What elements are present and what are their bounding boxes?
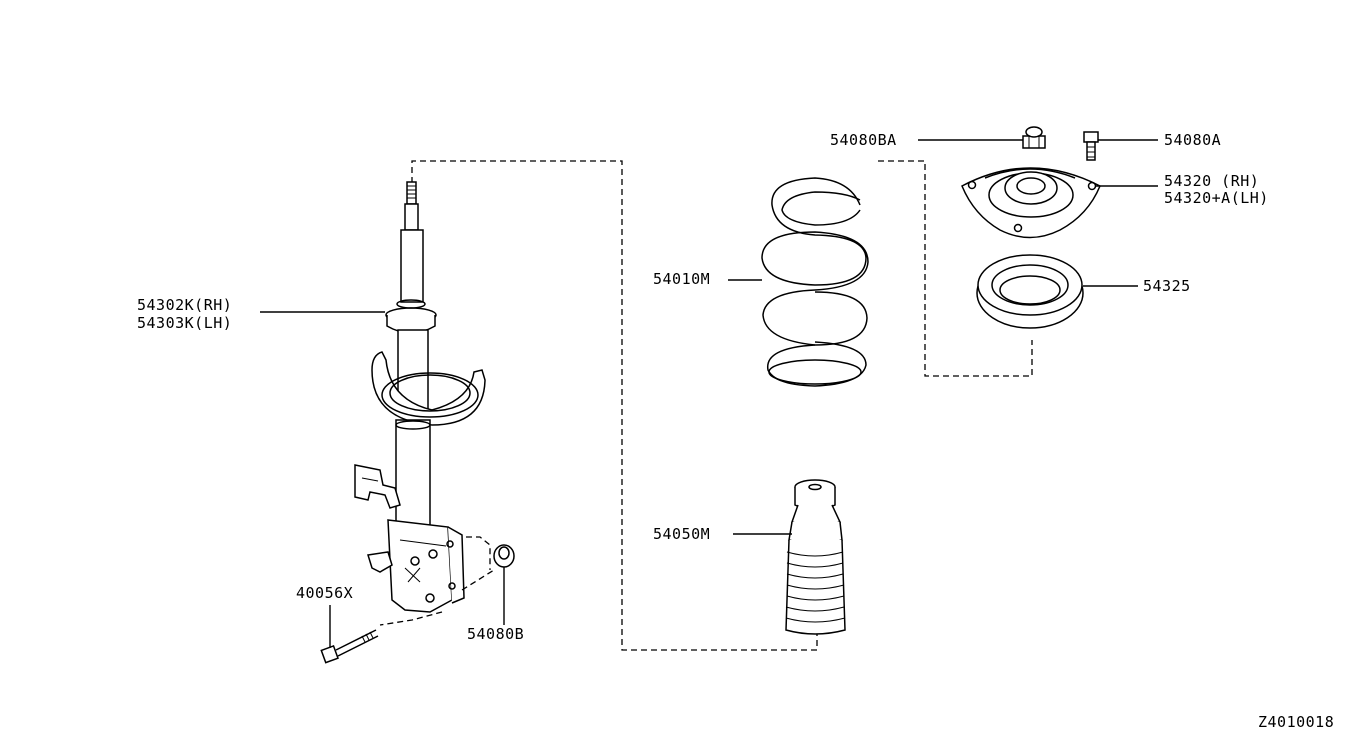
nut-54080ba bbox=[1022, 126, 1046, 149]
strut-piston-rod bbox=[400, 181, 424, 303]
strut-hose-bracket bbox=[354, 464, 401, 509]
reference-code: Z4010018 bbox=[1258, 713, 1334, 731]
assembly-line-spring-to-mount bbox=[878, 160, 1033, 377]
bump-stopper-54050m bbox=[785, 479, 846, 635]
label-nut-mount: 54080BA bbox=[830, 131, 897, 149]
label-bolt-mount: 54080A bbox=[1164, 131, 1221, 149]
label-bearing: 54325 bbox=[1143, 277, 1191, 295]
label-nut-bracket: 54080B bbox=[467, 625, 524, 643]
coil-spring-54010m bbox=[761, 177, 869, 387]
strut-assembly bbox=[354, 181, 495, 626]
nut-54080b bbox=[493, 544, 515, 568]
label-bumper: 54050M bbox=[653, 525, 710, 543]
label-spring: 54010M bbox=[653, 270, 710, 288]
label-bolt-bracket: 40056X bbox=[296, 584, 353, 602]
label-mount-rh: 54320 (RH) bbox=[1164, 172, 1259, 190]
strut-mount-54320 bbox=[961, 167, 1101, 239]
bolt-40056x bbox=[320, 629, 379, 664]
label-strut-lh: 54303K(LH) bbox=[137, 314, 232, 332]
bearing-54325 bbox=[976, 254, 1084, 329]
strut-knuckle-bracket bbox=[367, 519, 465, 613]
label-mount-lh: 54320+A(LH) bbox=[1164, 189, 1269, 207]
label-strut-rh: 54302K(RH) bbox=[137, 296, 232, 314]
bolt-54080a bbox=[1083, 131, 1099, 161]
